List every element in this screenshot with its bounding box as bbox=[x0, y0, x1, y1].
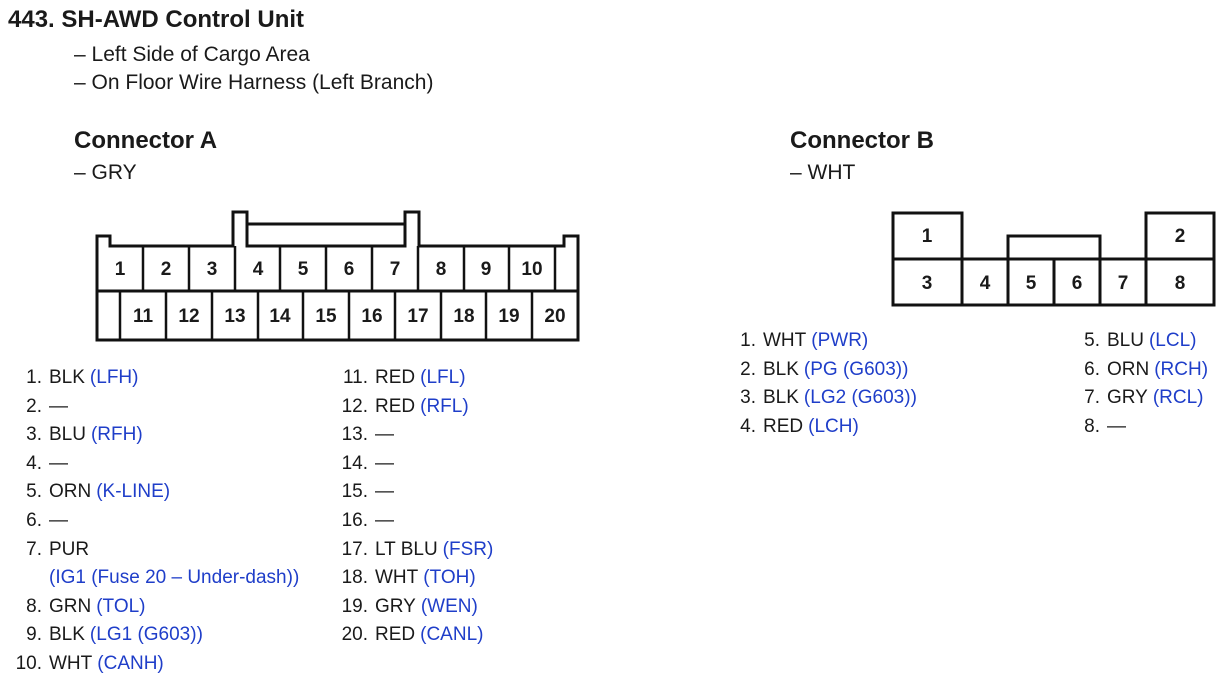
pin-a-10-label: 10 bbox=[521, 259, 542, 280]
pin-a-11-label: 11 bbox=[133, 306, 154, 327]
connector-a-pin-list-2: 11.RED(LFL) 12.RED(RFL) 13.— 14.— 15.— 1… bbox=[330, 364, 494, 650]
list-item: 5.BLU(LCL) bbox=[1084, 330, 1197, 351]
list-item: 1.WHT(PWR) bbox=[740, 330, 869, 351]
location-line-2: – On Floor Wire Harness (Left Branch) bbox=[74, 71, 434, 94]
pin-a-6-label: 6 bbox=[344, 259, 355, 280]
pin-a-5-label: 5 bbox=[298, 259, 309, 280]
connector-a-top-labels: 1 2 3 4 5 6 7 8 9 10 bbox=[115, 259, 543, 280]
list-item: 3.BLU(RFH) bbox=[26, 424, 143, 446]
list-item: 11.RED(LFL) bbox=[342, 367, 466, 388]
pin-a-1-label: 1 bbox=[115, 259, 126, 280]
pin-a-8-label: 8 bbox=[436, 259, 447, 280]
connector-b-housing bbox=[891, 211, 1216, 307]
list-item: 15.— bbox=[341, 481, 394, 503]
list-item: 9.BLK(LG1 (G603)) bbox=[26, 624, 203, 646]
connector-a-color: – GRY bbox=[74, 161, 137, 184]
pin-a-20-label: 20 bbox=[544, 306, 565, 327]
pin-a-14-label: 14 bbox=[269, 306, 291, 327]
pin-a-13-label: 13 bbox=[224, 306, 245, 327]
pin-a-18-label: 18 bbox=[453, 306, 474, 327]
list-item: 6.ORN(RCH) bbox=[1084, 358, 1209, 380]
pin-b-3-label: 3 bbox=[922, 273, 933, 294]
pin-b-4-label: 4 bbox=[980, 273, 991, 294]
list-item: 4.— bbox=[26, 452, 68, 474]
pin-a-19-label: 19 bbox=[498, 306, 519, 327]
list-item: 7.PUR bbox=[26, 538, 90, 560]
list-item: 12.RED(RFL) bbox=[341, 395, 469, 417]
pin-a-3-label: 3 bbox=[207, 259, 218, 280]
connector-b-pin-list-2: 5.BLU(LCL) 6.ORN(RCH) 7.GRY(RCL) 8.— bbox=[1070, 327, 1208, 441]
pin-a-15-label: 15 bbox=[315, 306, 337, 327]
connector-a-pin-dividers bbox=[118, 246, 557, 340]
connector-b-pin-list-1: 1.WHT(PWR) 2.BLK(PG (G603)) 3.BLK(LG2 (G… bbox=[726, 327, 917, 441]
list-item: 6.— bbox=[26, 509, 68, 531]
list-item: 19.GRY(WEN) bbox=[341, 595, 478, 617]
pin-b-7-label: 7 bbox=[1118, 273, 1129, 294]
list-item: 2.— bbox=[26, 395, 68, 417]
list-item: 18.WHT(TOH) bbox=[341, 567, 476, 589]
pin-a-7-label: 7 bbox=[390, 259, 401, 280]
list-item: 4.RED(LCH) bbox=[740, 415, 859, 437]
connector-a-housing bbox=[95, 210, 580, 342]
pin-b-2-label: 2 bbox=[1175, 226, 1186, 247]
list-item: 14.— bbox=[341, 452, 394, 474]
list-item: 10.WHT(CANH) bbox=[15, 652, 164, 674]
pin-b-1-label: 1 bbox=[922, 226, 933, 247]
list-item: 7.GRY(RCL) bbox=[1084, 387, 1204, 409]
pin-b-6-label: 6 bbox=[1072, 273, 1083, 294]
connector-b-labels: 1 2 3 4 5 6 7 8 bbox=[922, 226, 1186, 294]
connector-b-color: – WHT bbox=[790, 161, 856, 184]
list-item: 8.GRN(TOL) bbox=[26, 595, 146, 617]
pin-a-2-label: 2 bbox=[161, 259, 172, 280]
connector-a-bottom-labels: 11 12 13 14 15 16 17 18 19 20 bbox=[133, 306, 566, 327]
list-item: 2.BLK(PG (G603)) bbox=[740, 358, 909, 380]
list-item: 17.LT BLU(FSR) bbox=[341, 538, 494, 560]
connector-a-title: Connector A bbox=[74, 127, 218, 154]
connector-b-title: Connector B bbox=[790, 127, 934, 154]
pin-a-17-label: 17 bbox=[407, 306, 428, 327]
pin-a-9-label: 9 bbox=[481, 259, 492, 280]
component-name: SH-AWD Control Unit bbox=[61, 6, 305, 33]
list-item: 13.— bbox=[341, 424, 394, 446]
component-number: 443. bbox=[8, 6, 55, 33]
pin-b-5-label: 5 bbox=[1026, 273, 1037, 294]
component-title: 443. SH-AWD Control Unit bbox=[8, 6, 304, 34]
pin-a-16-label: 16 bbox=[361, 306, 382, 327]
list-item: 5.ORN(K-LINE) bbox=[26, 481, 171, 503]
pin-a-4-label: 4 bbox=[253, 259, 264, 280]
pin-a-12-label: 12 bbox=[178, 306, 199, 327]
list-item: 3.BLK(LG2 (G603)) bbox=[740, 387, 917, 409]
pin-b-8-label: 8 bbox=[1175, 273, 1186, 294]
location-line-1: – Left Side of Cargo Area bbox=[74, 43, 310, 66]
list-item-continuation: (IG1 (Fuse 20 – Under-dash)) bbox=[49, 567, 300, 589]
connector-a-pin-list-1: 1.BLK(LFH) 2.— 3.BLU(RFH) 4.— 5.ORN(K-LI… bbox=[4, 364, 300, 679]
list-item: 1.BLK(LFH) bbox=[26, 367, 139, 388]
list-item: 20.RED(CANL) bbox=[341, 624, 484, 646]
list-item: 8.— bbox=[1084, 415, 1126, 437]
list-item: 16.— bbox=[341, 509, 394, 531]
